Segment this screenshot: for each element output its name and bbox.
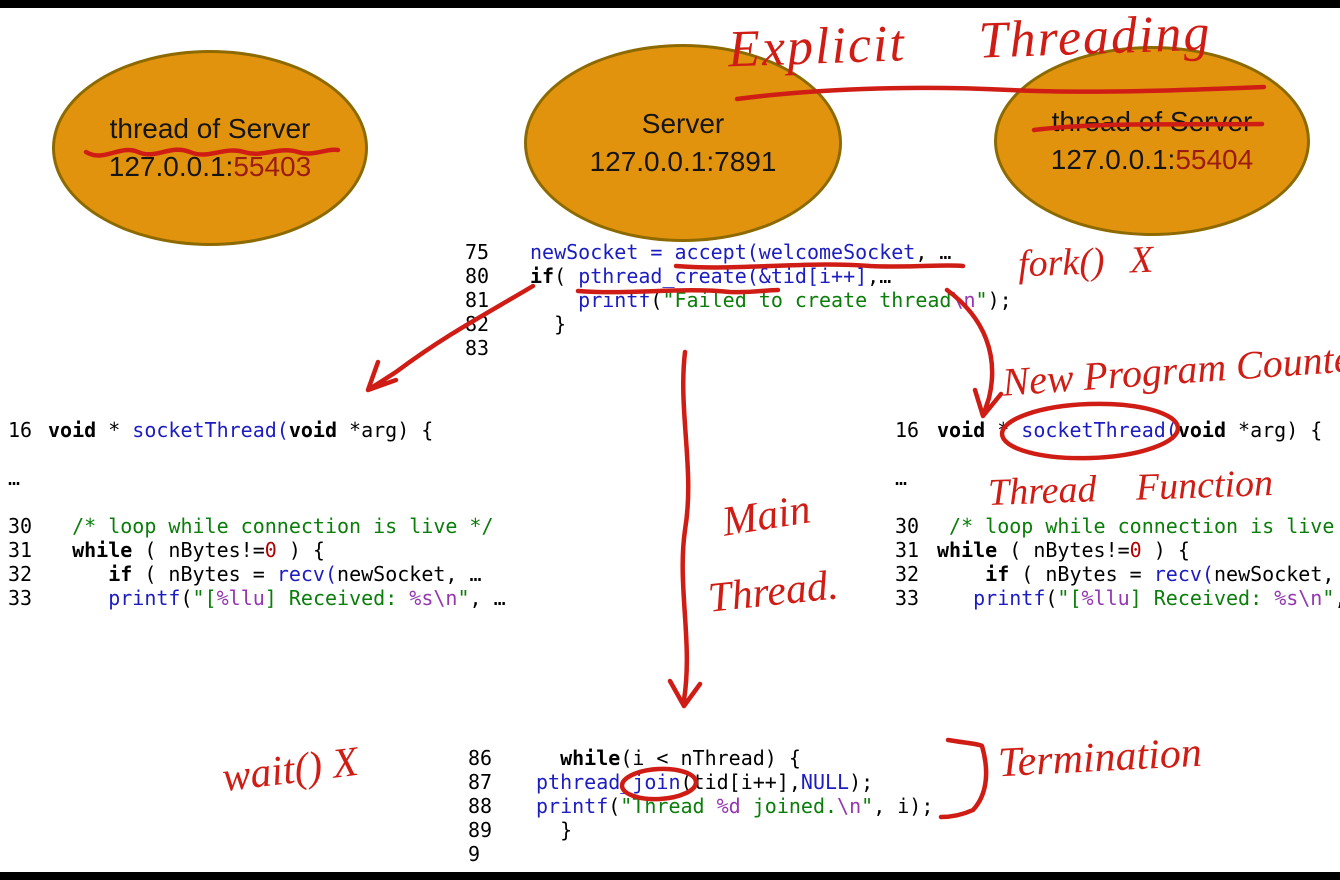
code-text: while(i < nThread) { xyxy=(560,746,801,770)
red-bracket-termination xyxy=(938,737,989,820)
ellipse-address: 127.0.0.1:55404 xyxy=(1051,141,1253,179)
ellipse-title: thread of Server xyxy=(1051,106,1253,137)
code-text: void * socketThread(void *arg) { xyxy=(937,418,1323,442)
line-number: 87 xyxy=(468,770,493,794)
line-number: 33 xyxy=(895,586,920,610)
code-text: printf("Failed to create thread\n"); xyxy=(578,288,1012,312)
thread-of-server-ellipse-left: thread of Server 127.0.0.1:55403 xyxy=(52,50,368,246)
code-line: 86 while(i < nThread) { xyxy=(468,746,933,770)
code-line: 81 printf("Failed to create thread\n"); xyxy=(465,288,1012,312)
line-number: 32 xyxy=(895,562,920,586)
code-text: pthread_join(tid[i++],NULL); xyxy=(536,770,874,794)
code-line: 33 printf("[%llu] Received: %s\n", … xyxy=(895,586,1340,610)
code-line: 32 if ( nBytes = recv(newSocket, … xyxy=(895,562,1340,586)
code-line: 75 newSocket = accept(welcomeSocket, … xyxy=(465,240,1012,264)
line-number: 75 xyxy=(465,240,490,264)
code-line: 16 void * socketThread(void *arg) { xyxy=(8,418,506,442)
code-line: 82 } xyxy=(465,312,1012,336)
server-ellipse-center: Server 127.0.0.1:7891 xyxy=(524,44,842,242)
port-text: 7891 xyxy=(714,146,777,177)
line-number: 16 xyxy=(895,418,920,442)
code-text: void * socketThread(void *arg) { xyxy=(48,418,434,442)
code-line: … xyxy=(8,466,506,490)
code-line xyxy=(8,442,506,466)
line-number: 88 xyxy=(468,794,493,818)
ellipse-title: thread of Server xyxy=(109,113,311,144)
code-text: while ( nBytes!=0 ) { xyxy=(72,538,325,562)
code-text: while ( nBytes!=0 ) { xyxy=(937,538,1190,562)
code-line: 31 while ( nBytes!=0 ) { xyxy=(8,538,506,562)
code-line xyxy=(895,442,1340,466)
annotation-wait-crossed-out: wait() X xyxy=(219,738,361,802)
code-text: if ( nBytes = recv(newSocket, … xyxy=(985,562,1335,586)
code-line: 87 pthread_join(tid[i++],NULL); xyxy=(468,770,933,794)
annotation-thread: Thread. xyxy=(705,562,841,622)
ellipse-address: 127.0.0.1:55403 xyxy=(109,148,311,186)
code-text: /* loop while connection is live */ xyxy=(937,514,1340,538)
line-number: 31 xyxy=(895,538,920,562)
annotation-main: Main xyxy=(718,486,814,546)
annotation-termination: Termination xyxy=(996,729,1203,787)
port-text: 55404 xyxy=(1175,144,1254,175)
code-line xyxy=(8,490,506,514)
line-number: 30 xyxy=(8,514,33,538)
red-arrow-main-thread xyxy=(667,349,703,709)
code-text: printf("[%llu] Received: %s\n", … xyxy=(973,586,1340,610)
code-line: 31 while ( nBytes!=0 ) { xyxy=(895,538,1340,562)
annotation-fork-crossed-out: fork() X xyxy=(1017,238,1154,286)
code-line: 33 printf("[%llu] Received: %s\n", … xyxy=(8,586,506,610)
code-line: 89 } xyxy=(468,818,933,842)
letterbox-bottom xyxy=(0,872,1340,880)
code-text: } xyxy=(530,312,567,336)
code-socketthread-left: 16 void * socketThread(void *arg) { … 30 /*… xyxy=(8,418,506,610)
code-line: 80 if( pthread_create(&tid[i++],… xyxy=(465,264,1012,288)
code-line: … xyxy=(895,466,1340,490)
code-text: if( pthread_create(&tid[i++],… xyxy=(530,264,892,288)
code-line: 88 printf("Thread %d joined.\n", i); xyxy=(468,794,933,818)
code-text: newSocket = accept(welcomeSocket, … xyxy=(530,240,952,264)
line-number: 16 xyxy=(8,418,33,442)
line-number: 83 xyxy=(465,336,490,360)
ip-text: 127.0.0.1: xyxy=(108,151,234,182)
line-number: 80 xyxy=(465,264,490,288)
thread-of-server-ellipse-right: thread of Server 127.0.0.1:55404 xyxy=(994,46,1310,236)
ip-text: 127.0.0.1: xyxy=(589,146,715,177)
line-number: 33 xyxy=(8,586,33,610)
code-line: 9 xyxy=(468,842,933,866)
line-number: 89 xyxy=(468,818,493,842)
annotation-new-program-counter: New Program Counter xyxy=(1000,334,1340,405)
ellipse-address: 127.0.0.1:7891 xyxy=(590,143,777,181)
code-text: /* loop while connection is live */ xyxy=(48,514,494,538)
code-line: 30 /* loop while connection is live */ xyxy=(895,514,1340,538)
letterbox-top xyxy=(0,0,1340,8)
code-line: 16 void * socketThread(void *arg) { xyxy=(895,418,1340,442)
code-text: printf("Thread %d joined.\n", i); xyxy=(536,794,934,818)
line-number: 31 xyxy=(8,538,33,562)
line-number: 30 xyxy=(895,514,920,538)
line-number: 81 xyxy=(465,288,490,312)
line-number: 86 xyxy=(468,746,493,770)
code-line: 32 if ( nBytes = recv(newSocket, … xyxy=(8,562,506,586)
line-number: … xyxy=(895,466,908,490)
port-text: 55403 xyxy=(233,151,312,182)
code-line: 83 xyxy=(465,336,1012,360)
code-accept-pthread-create: 75 newSocket = accept(welcomeSocket, … 80 i… xyxy=(465,240,1012,360)
line-number: 82 xyxy=(465,312,490,336)
line-number: … xyxy=(8,466,21,490)
ellipse-title: Server xyxy=(641,108,725,139)
code-text: } xyxy=(536,818,573,842)
line-number: 32 xyxy=(8,562,33,586)
ip-text: 127.0.0.1: xyxy=(1050,144,1176,175)
code-text: printf("[%llu] Received: %s\n", … xyxy=(108,586,506,610)
code-socketthread-right: 16 void * socketThread(void *arg) { … 30 /*… xyxy=(895,418,1340,610)
code-text: if ( nBytes = recv(newSocket, … xyxy=(108,562,482,586)
line-number: 9 xyxy=(468,842,481,866)
code-line: 30 /* loop while connection is live */ xyxy=(8,514,506,538)
